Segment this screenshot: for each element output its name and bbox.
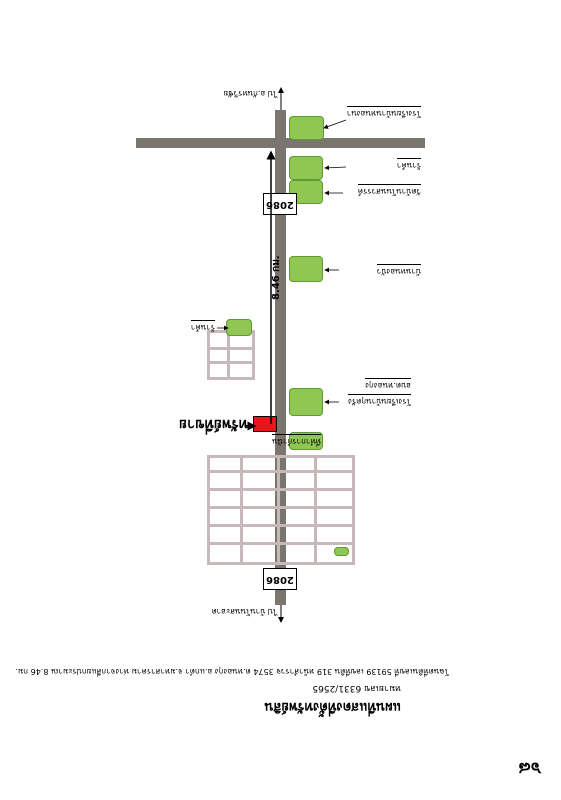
label-shop-a: ร้านค้า (396, 158, 421, 172)
distance-label: 8.46 กม. (271, 255, 282, 300)
label-market: ร้านค้า (190, 320, 215, 334)
label-shop-b: อบต.หนองกุง (365, 378, 411, 392)
road-exit-bottom-label: ไป อ.กันทรวิชัย (223, 89, 277, 98)
label-school-b: โรงเรียนบ้านกุดรัง (348, 394, 411, 408)
label-school-a: โรงเรียนบ้านหนองนา (346, 106, 421, 120)
label-office: ที่ทำการกำนัน (272, 434, 321, 448)
label-village: บ้านหนองบัว (376, 264, 421, 278)
label-temple: วัดบ้านโนนสวรรค์ (357, 184, 421, 198)
road-exit-top-label: ไป บ้านโนนสะอาด (211, 607, 277, 616)
